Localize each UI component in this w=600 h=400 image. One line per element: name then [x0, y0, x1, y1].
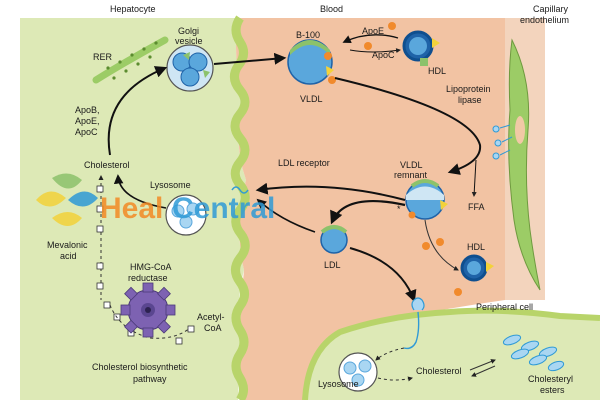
blood-title: Blood — [320, 4, 343, 14]
capillary-nucleus — [515, 116, 525, 144]
ldl-label: LDL — [324, 260, 341, 270]
hdl-bottom-label: HDL — [467, 242, 485, 252]
golgi-to-vldl-arrow — [213, 52, 287, 65]
cholesterol-peripheral-label: Cholesterol — [416, 366, 462, 376]
lipoprotein-label-line1: Lipoprotein — [446, 84, 491, 94]
lipoprotein-lipase-icon — [492, 124, 513, 160]
apoe-label: ApoE — [362, 26, 384, 36]
pathway-label-line2: pathway — [133, 374, 167, 384]
ffa-label: FFA — [468, 202, 485, 212]
apob-label: ApoB, — [75, 105, 100, 115]
cholesteryl-label-line2: esters — [540, 385, 565, 395]
hepatocyte-region — [20, 18, 246, 400]
cholesterol-hepatocyte-label: Cholesterol — [84, 160, 130, 170]
hepatocyte-title: Hepatocyte — [110, 4, 156, 14]
rer-ribosomes — [106, 41, 158, 80]
ldl-to-peripheral-arrow — [349, 247, 417, 303]
remnant-to-hepatocyte-arrow — [255, 182, 406, 201]
pathway-label-line1: Cholesterol biosynthetic — [92, 362, 188, 372]
apoe-left-label: ApoE, — [75, 116, 100, 126]
hdl-to-vldl-arrow — [342, 34, 399, 43]
golgi-label-line2: vesicle — [175, 36, 203, 46]
vldl-to-remnant-arrow — [334, 77, 482, 175]
capillary-title-line1: Capillary — [533, 4, 569, 14]
mevalonic-label-line2: acid — [60, 251, 77, 261]
rer-label: RER — [93, 52, 113, 62]
ldl-to-hepatocyte-arrow — [256, 198, 316, 233]
golgi-label-line1: Golgi — [178, 26, 199, 36]
b100-label: B-100 — [296, 30, 320, 40]
lysosome-hepatocyte-label: Lysosome — [150, 180, 191, 190]
remnant-to-ldl-arrow — [330, 199, 406, 225]
hepatocyte-membrane — [230, 15, 250, 400]
acetyl-label-line2: CoA — [204, 323, 222, 333]
apoc-left-label: ApoC — [75, 127, 98, 137]
cholesteryl-ester-droplets — [502, 334, 565, 372]
vldl-particle — [287, 39, 336, 85]
peripheral-membrane — [302, 307, 600, 400]
star-2: * — [338, 212, 342, 222]
hdl-top-label: HDL — [428, 66, 446, 76]
ldl-particle — [320, 225, 348, 254]
vldl-label: VLDL — [300, 94, 323, 104]
ldl-receptor-label: LDL receptor — [278, 158, 330, 168]
capillary-title-line2: endothelium — [520, 15, 569, 25]
star-1: * — [397, 204, 401, 214]
apoc-dots — [422, 238, 462, 296]
hdl-top-particle — [402, 30, 440, 66]
watermark-heal: Heal — [100, 192, 163, 225]
rer-organelle — [92, 36, 169, 84]
apoc-label: ApoC — [372, 50, 395, 60]
ldl-receptor-hepatocyte — [231, 186, 249, 194]
acetyl-label-line1: Acetyl- — [197, 312, 225, 322]
lysosome-to-cholesterol-arrow — [113, 174, 167, 209]
hmg-label-line1: HMG-CoA — [130, 262, 172, 272]
blood-region — [236, 18, 505, 400]
cholesteryl-label-line1: Cholesteryl — [528, 374, 573, 384]
healcentral-logo-icon — [36, 173, 98, 226]
hdl-bottom-particle — [460, 254, 494, 282]
vldl-remnant-label-line2: remnant — [394, 170, 428, 180]
hmg-label-line2: reductase — [128, 273, 168, 283]
capillary-endothelium-cell — [508, 38, 541, 291]
vldl-remnant-particle — [405, 179, 448, 220]
peripheral-cell-title: Peripheral cell — [476, 302, 533, 312]
cholesterol-to-golgi-arrow — [107, 66, 168, 156]
mevalonic-label-line1: Mevalonic — [47, 240, 88, 250]
watermark-central: Central — [172, 192, 275, 225]
vldl-remnant-label-line1: VLDL — [400, 160, 423, 170]
hmg-coa-reductase-gear-icon — [120, 282, 176, 338]
ldl-receptor-peripheral — [411, 297, 425, 311]
lipase-to-ffa-arrow — [471, 159, 477, 197]
lipoprotein-label-line2: lipase — [458, 95, 482, 105]
lysosome-peripheral-label: Lysosome — [318, 379, 359, 389]
